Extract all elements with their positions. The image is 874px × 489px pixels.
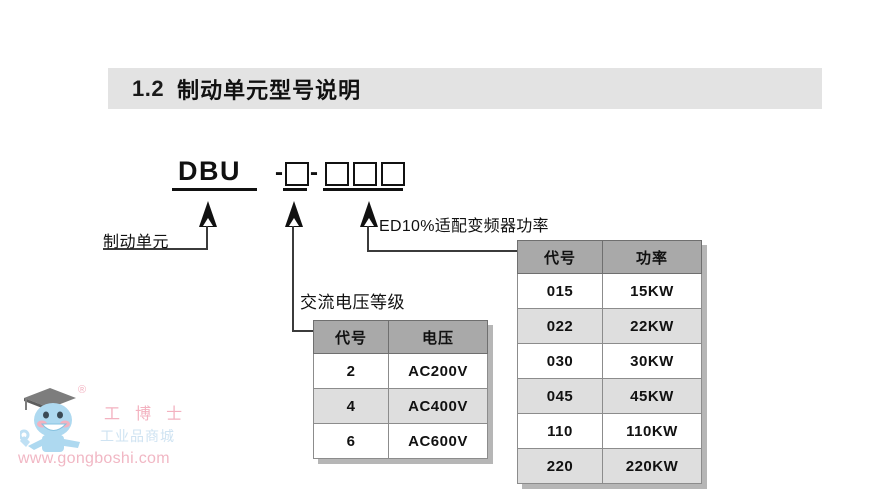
voltage-header-value: 电压 — [388, 320, 488, 354]
power-cell-value: 220KW — [602, 448, 702, 484]
power-table: 代号 功率 015 15KW 022 22KW 030 30KW 0 — [517, 240, 702, 484]
power-cell-code: 110 — [517, 413, 603, 449]
model-code-group1-underline — [283, 188, 307, 191]
power-cell-code: 022 — [517, 308, 603, 344]
power-cell-value: 15KW — [602, 273, 702, 309]
section-number: 1.2 — [132, 75, 165, 101]
callout-label-brake-unit: 制动单元 — [103, 234, 170, 251]
leader-line-brake-unit-horizontal — [103, 248, 208, 250]
model-code-group2-underline — [323, 188, 403, 191]
voltage-table-container: 代号 电压 2 AC200V 4 AC400V 6 AC600V — [313, 320, 493, 464]
model-code-dash-1: - — [275, 159, 283, 186]
power-header-code: 代号 — [517, 240, 603, 274]
voltage-cell-code: 6 — [313, 423, 389, 459]
table-row: 030 30KW — [517, 343, 702, 379]
callout-label-drive-power: ED10%适配变频器功率 — [379, 218, 549, 235]
page-title: 制动单元型号说明 — [177, 77, 362, 103]
voltage-cell-value: AC600V — [388, 423, 488, 459]
callout-label-ac-voltage: 交流电压等级 — [300, 293, 405, 312]
model-code-prefix: DBU — [178, 156, 241, 186]
power-cell-value: 30KW — [602, 343, 702, 379]
power-cell-code: 015 — [517, 273, 603, 309]
power-cell-value: 110KW — [602, 413, 702, 449]
voltage-cell-value: AC400V — [388, 388, 488, 424]
watermark: ® 工 博 士 工业品商城 www.gongboshi.com — [8, 382, 198, 482]
power-table-container: 代号 功率 015 15KW 022 22KW 030 30KW 0 — [517, 240, 707, 489]
voltage-cell-value: AC200V — [388, 353, 488, 389]
table-row: 6 AC600V — [313, 423, 488, 459]
leader-line-ac-voltage-horizontal — [292, 330, 314, 332]
voltage-header-code: 代号 — [313, 320, 389, 354]
model-code-box-power-1 — [325, 162, 349, 186]
power-cell-value: 45KW — [602, 378, 702, 414]
power-cell-value: 22KW — [602, 308, 702, 344]
leader-line-drive-power-stem — [367, 226, 369, 252]
table-row: 4 AC400V — [313, 388, 488, 424]
model-code-box-power-2 — [353, 162, 377, 186]
voltage-cell-code: 4 — [313, 388, 389, 424]
table-header-row: 代号 功率 — [517, 240, 702, 274]
watermark-brand: 工 博 士 — [104, 404, 188, 423]
table-row: 220 220KW — [517, 448, 702, 484]
section-title-bar: 1.2 制动单元型号说明 — [108, 68, 822, 109]
power-cell-code: 045 — [517, 378, 603, 414]
model-code-prefix-underline — [172, 188, 257, 191]
voltage-cell-code: 2 — [313, 353, 389, 389]
power-header-value: 功率 — [602, 240, 702, 274]
table-row: 110 110KW — [517, 413, 702, 449]
registered-mark-icon: ® — [78, 384, 87, 396]
leader-line-drive-power-horizontal — [367, 250, 519, 252]
mascot-logo-icon — [20, 388, 80, 452]
table-row: 2 AC200V — [313, 353, 488, 389]
watermark-url: www.gongboshi.com — [18, 450, 170, 467]
table-row: 045 45KW — [517, 378, 702, 414]
leader-line-brake-unit-stem — [206, 226, 208, 250]
power-cell-code: 030 — [517, 343, 603, 379]
watermark-subtitle: 工业品商城 — [100, 428, 175, 444]
model-code-box-power-3 — [381, 162, 405, 186]
voltage-table: 代号 电压 2 AC200V 4 AC400V 6 AC600V — [313, 320, 488, 459]
model-code-box-voltage — [285, 162, 309, 186]
table-row: 015 15KW — [517, 273, 702, 309]
table-header-row: 代号 电压 — [313, 320, 488, 354]
model-code-dash-2: - — [310, 159, 318, 186]
leader-line-ac-voltage-stem — [292, 226, 294, 332]
table-row: 022 22KW — [517, 308, 702, 344]
power-cell-code: 220 — [517, 448, 603, 484]
